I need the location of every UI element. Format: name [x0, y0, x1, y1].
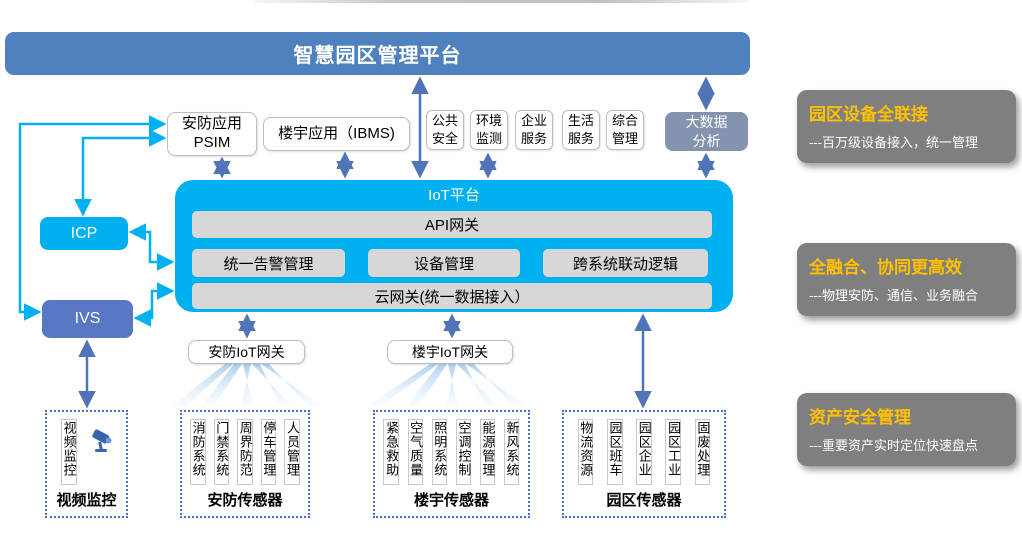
bigdata-line2: 分析	[692, 132, 721, 149]
top-edge-artifact	[255, 0, 748, 3]
sensor-column: 物流资源	[577, 419, 594, 485]
svc-line: 监测	[475, 131, 502, 146]
connector-icp-iot	[128, 223, 175, 271]
sensor-column: 能源管理	[479, 419, 496, 485]
video-surveillance-group: 视频监控 视频监控	[45, 410, 128, 518]
svc-line: 安全	[431, 131, 458, 146]
benefit-card-device-connection: 园区设备全联接 ---百万级设备接入，统一管理	[797, 90, 1016, 163]
sensor-column: 视频监控	[61, 419, 77, 485]
sensor-column: 固废处理	[694, 419, 711, 485]
sensor-column: 新风系统	[503, 419, 520, 485]
svc-line: 服务	[567, 131, 594, 146]
cloud-gateway-label: 云网关(统一数据接入）	[374, 288, 530, 306]
security-sensors-group: 消防系统 门禁系统 周界防范 停车管理 人员管理 安防传感器	[180, 410, 310, 518]
device-management-module: 设备管理	[368, 249, 520, 277]
alarm-management-module: 统一告警管理	[192, 249, 345, 277]
svc-line: 服务	[520, 131, 547, 146]
sensor-column: 人员管理	[284, 419, 300, 485]
sensor-column: 照明系统	[431, 419, 448, 485]
building-sensors-group: 紧急救助 空气质量 照明系统 空调控制 能源管理 新风系统 楼宇传感器	[373, 410, 530, 518]
service-box-env-monitoring: 环境 监测	[470, 110, 508, 150]
sensor-column: 消防系统	[189, 419, 206, 485]
service-box-living: 生活 服务	[562, 110, 600, 150]
iot-title-text: IoT平台	[428, 186, 480, 204]
building-gateway-label: 楼宇IoT网关	[411, 344, 489, 360]
sensor-column: 周界防范	[237, 419, 253, 485]
connector-ivs-iot	[133, 282, 175, 327]
ibms-label: 楼宇应用（IBMS)	[278, 124, 395, 142]
sensor-column: 园区班车	[606, 419, 623, 485]
iot-platform-title: IoT平台	[175, 183, 733, 205]
svc-line: 管理	[611, 131, 638, 146]
benefit-desc: ---重要资产实时定位快速盘点	[809, 438, 978, 453]
svc-line: 公共	[431, 113, 458, 129]
psim-line2: PSIM	[193, 134, 231, 151]
bigdata-line1: 大数据	[685, 114, 728, 131]
ivs-label: IVS	[74, 310, 101, 327]
security-iot-gateway-box: 安防IoT网关	[188, 340, 305, 364]
benefit-desc: ---百万级设备接入，统一管理	[809, 135, 978, 150]
svc-line: 生活	[567, 113, 594, 129]
module-label: 跨系统联动逻辑	[572, 255, 678, 273]
sensor-column: 空调控制	[455, 419, 472, 485]
sensor-column: 停车管理	[260, 419, 277, 485]
sensor-column: 空气质量	[407, 419, 424, 485]
svc-line: 综合	[611, 113, 638, 129]
benefit-title: 全融合、协同更高效	[809, 258, 962, 277]
psim-line1: 安防应用	[181, 115, 242, 133]
benefit-card-convergence: 全融合、协同更高效 ---物理安防、通信、业务融合	[797, 243, 1016, 316]
icp-box: ICP	[40, 217, 128, 250]
svc-line: 环境	[475, 113, 502, 129]
icp-label: ICP	[70, 224, 98, 242]
camera-icon	[92, 429, 112, 452]
api-gateway-label: API网关	[424, 217, 480, 234]
service-box-public-safety: 公共 安全	[426, 110, 464, 150]
security-fan-beams	[171, 364, 323, 407]
cloud-gateway-bar: 云网关(统一数据接入）	[192, 283, 712, 309]
benefit-title: 园区设备全联接	[809, 105, 928, 124]
module-label: 设备管理	[413, 255, 474, 273]
ibms-app-box: 楼宇应用（IBMS)	[263, 117, 410, 151]
platform-title: 智慧园区管理平台	[293, 45, 462, 67]
sensor-column: 园区企业	[636, 419, 652, 485]
benefit-desc: ---物理安防、通信、业务融合	[809, 288, 978, 303]
sensor-column: 园区工业	[665, 419, 682, 485]
building-group-label: 楼宇传感器	[413, 492, 489, 509]
benefit-card-asset-security: 资产安全管理 ---重要资产实时定位快速盘点	[797, 393, 1016, 466]
bigdata-analysis-box: 大数据 分析	[665, 112, 748, 151]
park-sensors-group: 物流资源 园区班车 园区企业 园区工业 固废处理 园区传感器	[562, 410, 726, 518]
cross-system-linkage-module: 跨系统联动逻辑	[543, 249, 708, 277]
benefit-title: 资产安全管理	[809, 408, 911, 427]
svc-line: 企业	[520, 113, 547, 129]
video-group-label: 视频监控	[56, 492, 117, 509]
psim-app-box: 安防应用 PSIM	[167, 112, 257, 156]
platform-banner: 智慧园区管理平台	[5, 32, 750, 75]
building-iot-gateway-box: 楼宇IoT网关	[387, 340, 513, 364]
sensor-column: 门禁系统	[213, 419, 230, 485]
security-gateway-label: 安防IoT网关	[208, 344, 285, 360]
building-fan-beams	[366, 364, 528, 407]
ivs-box: IVS	[42, 300, 133, 338]
service-box-comprehensive: 综合 管理	[606, 110, 644, 150]
park-group-label: 园区传感器	[606, 492, 682, 509]
module-label: 统一告警管理	[223, 255, 314, 273]
connector-psim-icp	[74, 129, 167, 217]
security-group-label: 安防传感器	[207, 492, 283, 509]
api-gateway-bar: API网关	[192, 211, 712, 238]
service-box-enterprise: 企业 服务	[515, 110, 553, 150]
sensor-column: 紧急救助	[383, 419, 400, 485]
